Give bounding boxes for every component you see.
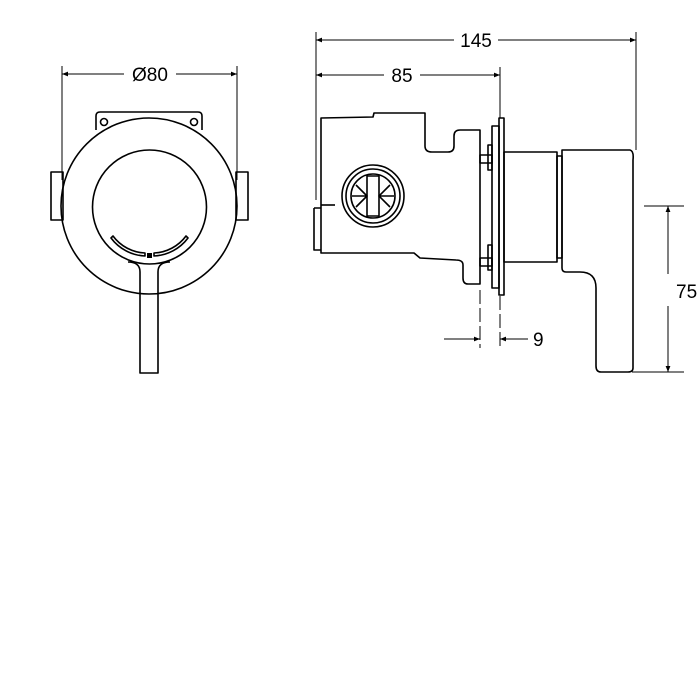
side-view: 145 85 9 75 <box>313 31 697 373</box>
sleeve <box>503 151 558 263</box>
valve-body <box>320 112 481 285</box>
side-tab-right <box>235 171 249 221</box>
side-tab-left <box>50 171 64 221</box>
front-view: Ø80 <box>50 65 249 374</box>
wall-plate <box>491 125 500 289</box>
mounting-bracket <box>95 111 203 130</box>
lever-handle <box>127 261 171 374</box>
handle-side <box>561 149 634 373</box>
overall-depth-label: 145 <box>460 31 492 52</box>
diameter-dimension-label: Ø80 <box>132 65 168 86</box>
bracket-hole-icon <box>189 117 199 127</box>
cartridge-port-icon <box>341 164 405 228</box>
cover-plate <box>60 117 238 295</box>
bracket-hole-icon <box>99 117 109 127</box>
handle-hub <box>91 149 208 265</box>
handle-height-label: 75 <box>676 282 697 303</box>
plate-thickness-label: 9 <box>533 330 544 351</box>
body-depth-label: 85 <box>391 66 412 87</box>
